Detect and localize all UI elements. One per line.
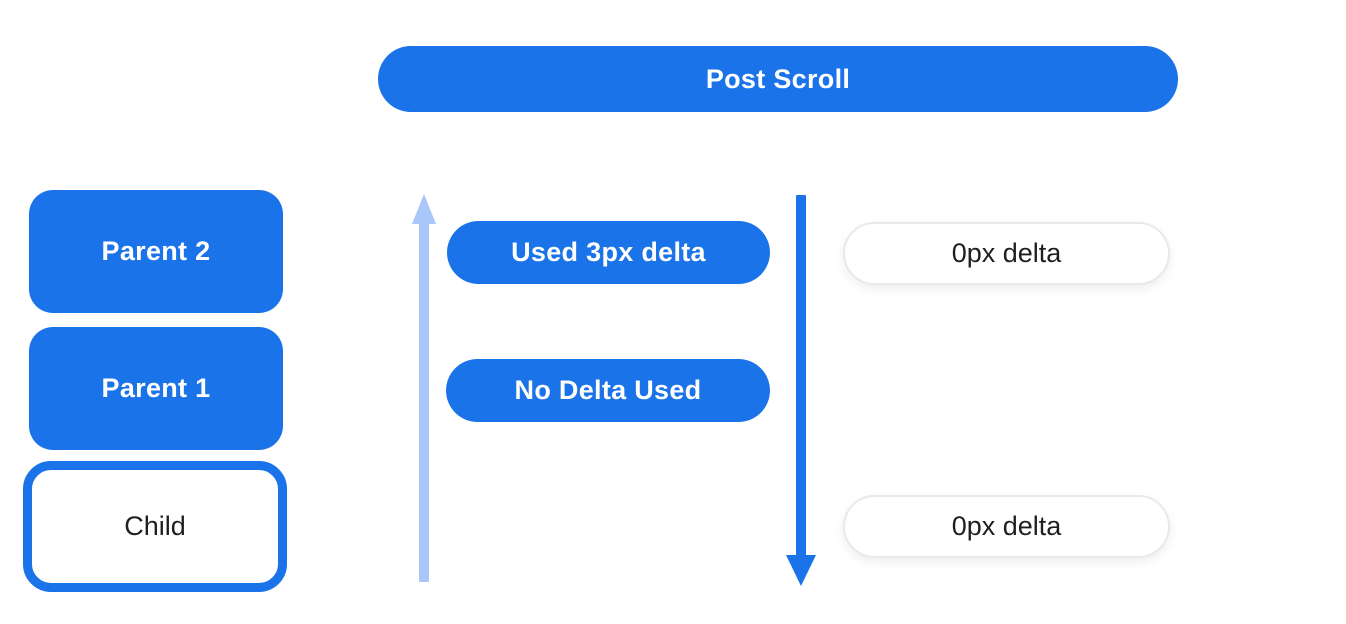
used-delta-label: Used 3px delta bbox=[511, 237, 706, 267]
parent1-box: Parent 1 bbox=[29, 327, 283, 450]
bottom-right-delta-pill: 0px delta bbox=[843, 495, 1170, 558]
post-scroll-banner: Post Scroll bbox=[378, 46, 1178, 112]
bottom-right-delta-label: 0px delta bbox=[951, 511, 1062, 541]
child-box: Child bbox=[23, 461, 287, 592]
used-delta-pill: Used 3px delta bbox=[447, 221, 770, 284]
parent2-box: Parent 2 bbox=[29, 190, 283, 313]
no-delta-label: No Delta Used bbox=[514, 375, 702, 405]
post-scroll-banner-label: Post Scroll bbox=[705, 63, 851, 94]
child-label: Child bbox=[124, 511, 186, 541]
parent2-label: Parent 2 bbox=[101, 236, 211, 266]
parent1-label: Parent 1 bbox=[101, 373, 211, 403]
no-delta-pill: No Delta Used bbox=[446, 359, 770, 422]
top-right-delta-pill: 0px delta bbox=[843, 222, 1170, 285]
scroll-up-arrow-icon bbox=[411, 194, 437, 591]
top-right-delta-label: 0px delta bbox=[951, 238, 1062, 268]
scroll-down-arrow-icon bbox=[786, 195, 816, 592]
